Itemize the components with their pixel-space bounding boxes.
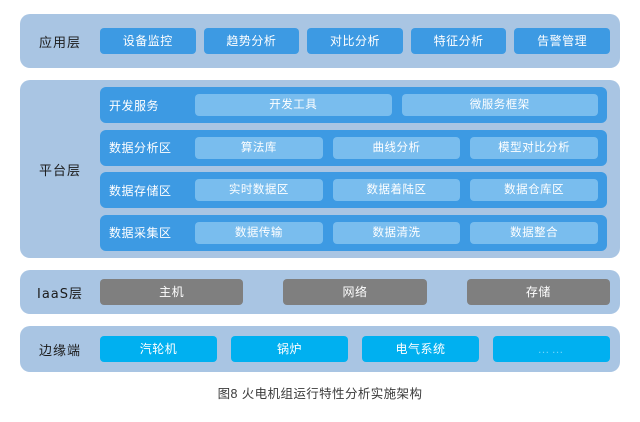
platform-cell[interactable]: 曲线分析 [332,136,461,159]
platform-cell[interactable]: 模型对比分析 [470,136,599,159]
platform-row-label: 开发服务 [109,98,160,113]
layer-iaas: IaaS层 主机 网络 存储 [20,270,620,314]
application-item-list: 设备监控 趋势分析 对比分析 特征分析 告警管理 [100,28,610,54]
platform-row: 数据存储区 实时数据区 数据着陆区 数据仓库区 [100,172,607,209]
application-item[interactable]: 设备监控 [100,28,196,54]
layer-platform: 平台层 开发服务 开发工具 微服务框架 数据分析区 算法库 曲线分析 模型对比分… [20,80,620,258]
platform-cell-list: 数据传输 数据清洗 数据整合 [195,221,599,244]
platform-cell[interactable]: 数据清洗 [332,221,461,244]
iaas-item[interactable]: 主机 [100,279,244,305]
platform-row: 数据分析区 算法库 曲线分析 模型对比分析 [100,129,607,166]
platform-row: 开发服务 开发工具 微服务框架 [100,87,607,123]
edge-item[interactable]: 电气系统 [362,336,479,362]
layer-edge: 边缘端 汽轮机 锅炉 电气系统 …… [20,326,620,372]
iaas-item-list: 主机 网络 存储 [100,279,610,305]
application-item[interactable]: 趋势分析 [203,28,300,54]
platform-cell-list: 实时数据区 数据着陆区 数据仓库区 [195,179,599,202]
platform-cell-list: 算法库 曲线分析 模型对比分析 [195,136,599,159]
application-item[interactable]: 特征分析 [410,28,507,54]
platform-row-label: 数据存储区 [109,183,172,198]
iaas-item[interactable]: 网络 [283,279,427,305]
platform-row-label: 数据采集区 [109,226,172,241]
edge-item-more[interactable]: …… [493,336,610,362]
layer-application-label: 应用层 [38,34,81,50]
edge-item[interactable]: 汽轮机 [100,336,217,362]
layer-iaas-label: IaaS层 [36,286,84,302]
platform-cell[interactable]: 微服务框架 [401,94,598,116]
layer-edge-label: 边缘端 [38,342,81,358]
application-item[interactable]: 对比分析 [307,28,403,54]
layer-application: 应用层 设备监控 趋势分析 对比分析 特征分析 告警管理 [20,14,620,68]
platform-cell-list: 开发工具 微服务框架 [195,94,598,116]
platform-cell[interactable]: 数据仓库区 [470,179,599,202]
platform-row-list: 开发服务 开发工具 微服务框架 数据分析区 算法库 曲线分析 模型对比分析 数据… [100,87,607,251]
edge-item-list: 汽轮机 锅炉 电气系统 …… [100,336,610,362]
iaas-item[interactable]: 存储 [466,279,610,305]
platform-cell[interactable]: 数据传输 [195,221,323,244]
platform-cell[interactable]: 开发工具 [195,94,392,116]
platform-row-label: 数据分析区 [109,141,172,156]
platform-row: 数据采集区 数据传输 数据清洗 数据整合 [100,214,607,251]
platform-cell[interactable]: 数据着陆区 [332,179,461,202]
platform-cell[interactable]: 算法库 [195,136,323,159]
platform-cell[interactable]: 实时数据区 [195,179,323,202]
figure-caption: 图8 火电机组运行特性分析实施架构 [217,387,423,401]
platform-cell[interactable]: 数据整合 [470,221,599,244]
edge-item[interactable]: 锅炉 [231,336,348,362]
application-item[interactable]: 告警管理 [514,28,610,54]
layer-platform-label: 平台层 [38,162,81,178]
